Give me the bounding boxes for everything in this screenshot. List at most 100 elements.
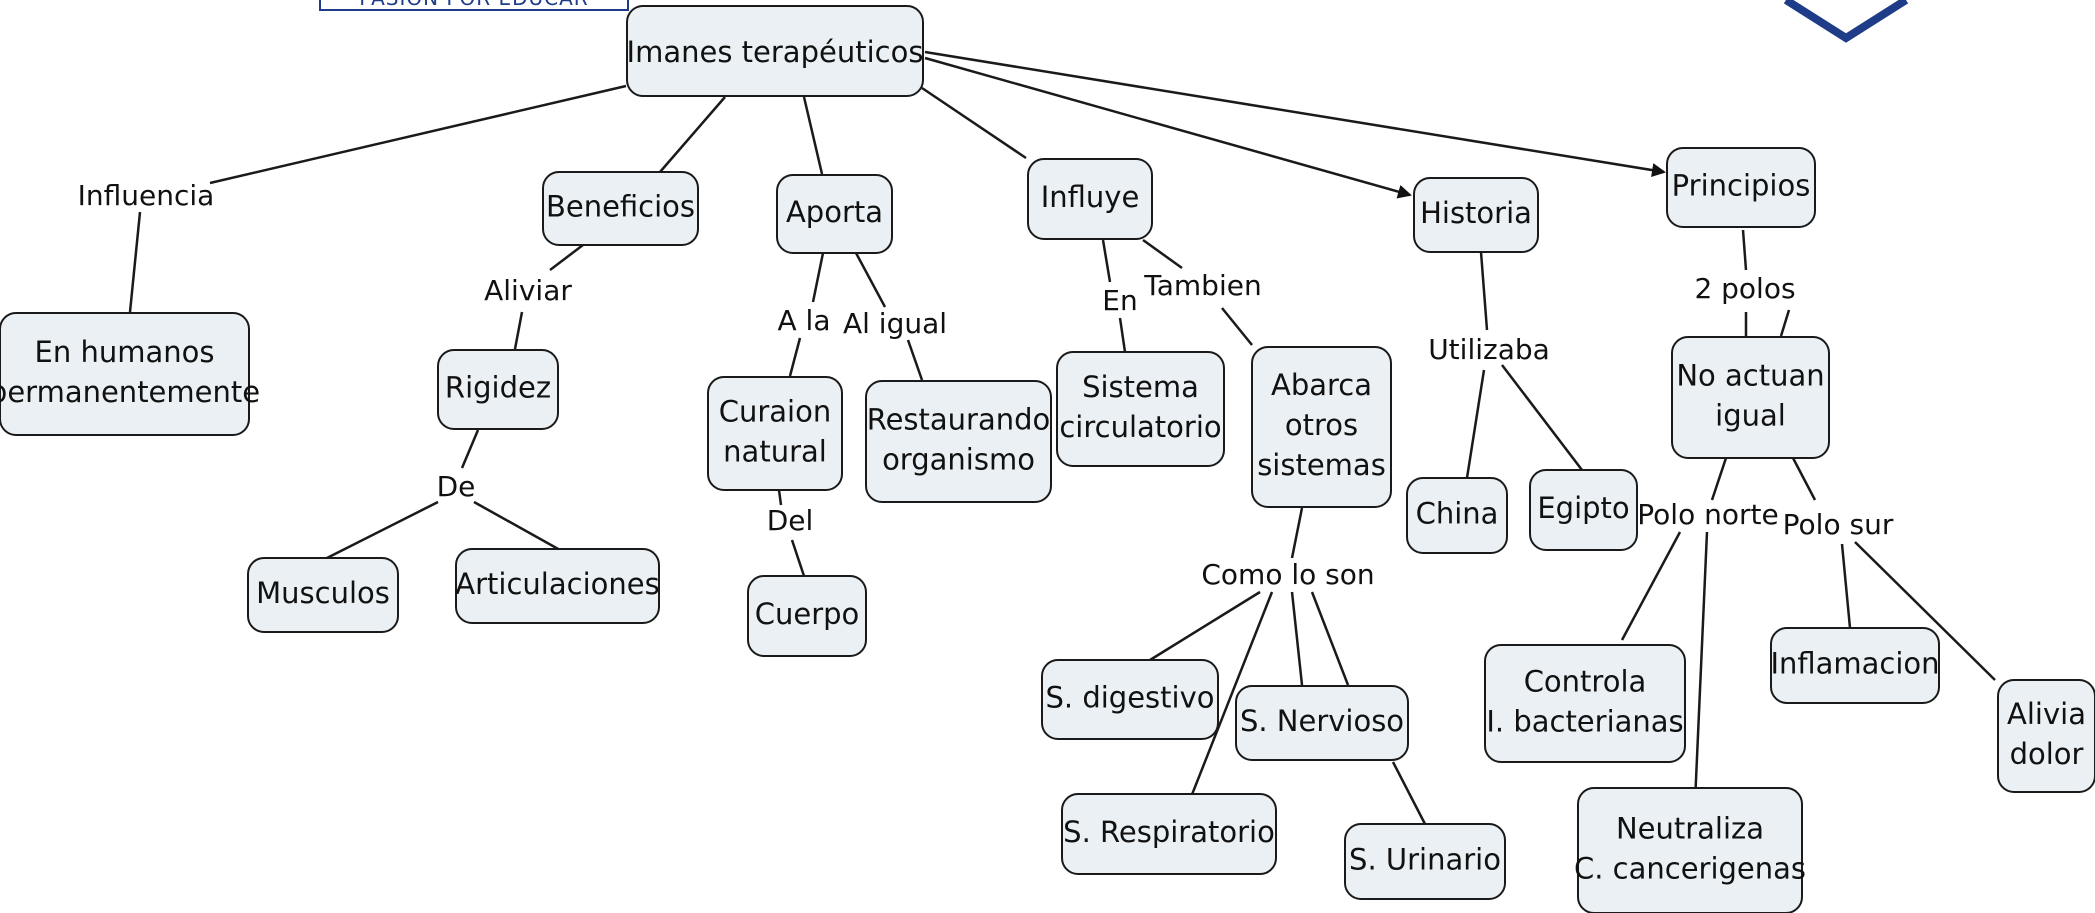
link-al-igual: Al igual: [843, 307, 947, 340]
edge: [1791, 457, 1817, 501]
concept-articulaciones[interactable]: Articulaciones: [455, 548, 660, 624]
link-del: Del: [767, 504, 814, 537]
concept-alivia-dolor-label: Alivia: [2007, 697, 2086, 731]
concept-restaurando-organismo-label: organismo: [882, 443, 1035, 477]
edge: [1854, 541, 1996, 681]
link-influencia: Influencia: [78, 179, 215, 212]
edge: [1118, 317, 1127, 353]
concept-en-humanos-label: permanentemente: [0, 375, 260, 409]
concept-controla[interactable]: Controla I. bacterianas: [1484, 644, 1686, 763]
concept-root[interactable]: Imanes terapéuticos: [626, 5, 924, 97]
concept-egipto[interactable]: Egipto: [1529, 469, 1638, 551]
edge: [473, 500, 561, 552]
edge: [1101, 239, 1112, 283]
concept-s-digestivo[interactable]: S. digestivo: [1041, 659, 1219, 740]
concept-influye-label: Influye: [1041, 180, 1140, 214]
edge: [1710, 457, 1728, 501]
edge: [1221, 307, 1253, 346]
edge: [1310, 591, 1350, 686]
concept-rigidez[interactable]: Rigidez: [437, 349, 559, 430]
concept-beneficios-label: Beneficios: [546, 190, 695, 224]
concept-en-humanos[interactable]: En humanos permanentemente: [0, 312, 260, 436]
concept-en-humanos-label: En humanos: [35, 335, 215, 369]
edge: [1290, 591, 1304, 686]
link-polo-sur: Polo sur: [1783, 508, 1894, 541]
edge: [322, 500, 439, 562]
concept-controla-label: I. bacterianas: [1486, 705, 1683, 739]
edge: [854, 252, 887, 308]
logo-text: PASIÓN POR EDUCAR: [359, 0, 588, 10]
concept-sistema-circulatorio-label: circulatorio: [1059, 410, 1221, 444]
concept-inflamacion-label: Inflamacion: [1770, 647, 1939, 681]
concept-abarca-otros-sistemas-label: otros: [1285, 408, 1358, 442]
concept-musculos[interactable]: Musculos: [247, 557, 399, 633]
concept-historia-label: Historia: [1420, 196, 1532, 230]
logo-shield-icon: [1783, 0, 1909, 43]
link-como-lo-son: Como lo son: [1201, 558, 1374, 591]
concept-alivia-dolor-label: dolor: [2010, 737, 2084, 771]
concept-s-digestivo-label: S. digestivo: [1045, 681, 1214, 715]
concept-cuerpo[interactable]: Cuerpo: [747, 575, 867, 657]
concept-egipto-label: Egipto: [1537, 491, 1629, 525]
edge: [1501, 364, 1583, 471]
concept-aporta[interactable]: Aporta: [776, 174, 893, 254]
edge: [924, 56, 1412, 199]
concept-neutraliza-label: C. cancerigenas: [1574, 852, 1806, 886]
edge: [924, 50, 1666, 177]
edge: [788, 337, 802, 377]
edge: [549, 244, 584, 271]
edge: [1465, 369, 1486, 479]
concept-s-urinario[interactable]: S. Urinario: [1344, 823, 1506, 900]
edge: [659, 96, 726, 173]
concept-beneficios[interactable]: Beneficios: [542, 171, 699, 246]
concept-s-respiratorio-label: S. Respiratorio: [1063, 815, 1275, 849]
edge: [906, 339, 924, 381]
link-aliviar: Aliviar: [484, 274, 572, 307]
concept-curaion-natural-label: natural: [723, 435, 827, 469]
concept-articulaciones-label: Articulaciones: [455, 567, 659, 601]
concept-no-actuan-igual-label: igual: [1715, 399, 1786, 433]
concept-rigidez-label: Rigidez: [445, 371, 551, 405]
concept-inflamacion[interactable]: Inflamacion: [1770, 627, 1940, 704]
edge: [128, 211, 142, 313]
edge: [1176, 591, 1274, 831]
logo: PASIÓN POR EDUCAR: [319, 0, 629, 11]
edge: [921, 86, 1027, 160]
edge: [460, 429, 480, 469]
concept-sistema-circulatorio-label: Sistema: [1082, 370, 1199, 404]
edges: [128, 50, 1996, 831]
concept-alivia-dolor[interactable]: Alivia dolor: [1997, 679, 2095, 793]
link-a-la: A la: [778, 304, 831, 337]
concept-influye[interactable]: Influye: [1027, 158, 1153, 240]
concept-root-label: Imanes terapéuticos: [627, 35, 924, 69]
edge: [209, 84, 627, 185]
edge: [811, 252, 825, 303]
linking-phrases: Influencia Aliviar De A la Al igual Del …: [78, 179, 1894, 591]
link-polo-norte: Polo norte: [1637, 498, 1778, 531]
edge: [1840, 543, 1852, 629]
link-utilizaba: Utilizaba: [1428, 333, 1550, 366]
concept-s-respiratorio[interactable]: S. Respiratorio: [1061, 793, 1277, 875]
concept-s-urinario-label: S. Urinario: [1349, 843, 1501, 877]
edge: [1142, 238, 1183, 270]
concept-china[interactable]: China: [1406, 477, 1508, 554]
edge: [1692, 531, 1709, 826]
concept-sistema-circulatorio[interactable]: Sistema circulatorio: [1056, 351, 1225, 467]
concept-s-nervioso[interactable]: S. Nervioso: [1235, 685, 1409, 761]
concepts: Imanes terapéuticos En humanos permanente…: [0, 5, 2095, 913]
edge: [1741, 229, 1748, 271]
concept-historia[interactable]: Historia: [1413, 177, 1539, 253]
link-tambien: Tambien: [1143, 269, 1261, 302]
concept-china-label: China: [1416, 497, 1499, 531]
concept-abarca-otros-sistemas-label: Abarca: [1271, 368, 1372, 402]
concept-principios[interactable]: Principios: [1666, 147, 1816, 228]
concept-principios-label: Principios: [1672, 169, 1811, 203]
concept-s-nervioso-label: S. Nervioso: [1240, 704, 1404, 738]
concept-controla-label: Controla: [1524, 665, 1647, 699]
